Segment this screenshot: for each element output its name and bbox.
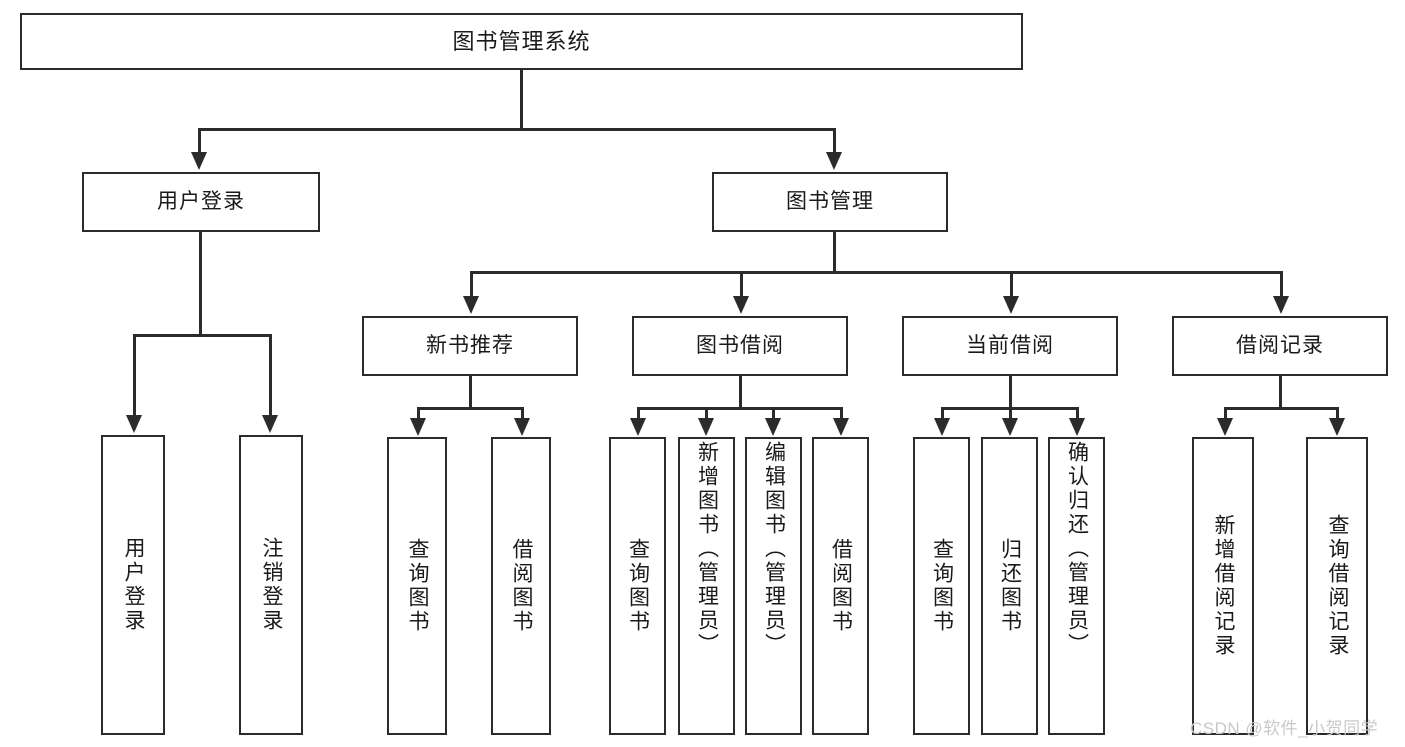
arrow-to-leaf-logout — [262, 415, 278, 433]
connector-borrow-record-bar — [1224, 407, 1336, 410]
node-root-system[interactable]: 图书管理系统 — [20, 13, 1023, 70]
leaf-nbr-borrow-book[interactable]: 借阅图书 — [491, 437, 551, 735]
node-label: 借阅图书 — [510, 538, 534, 634]
arrow-to-current-borrow — [1003, 296, 1019, 314]
arrow-to-leaf-user-login — [126, 415, 142, 433]
connector-book-borrow-bar — [637, 407, 843, 410]
node-user-login[interactable]: 用户登录 — [82, 172, 320, 232]
connector-drop-user-login — [198, 128, 201, 154]
leaf-cb-query-book[interactable]: 查询图书 — [913, 437, 970, 735]
node-borrow-record[interactable]: 借阅记录 — [1172, 316, 1388, 376]
node-label: 当前借阅 — [966, 333, 1054, 357]
node-label: 借阅图书 — [829, 538, 853, 634]
arrow-to-bb-query-book — [630, 418, 646, 436]
connector-drop-cb-leaf-2 — [1009, 407, 1012, 419]
arrow-to-book-manage — [826, 152, 842, 170]
node-book-borrow[interactable]: 图书借阅 — [632, 316, 848, 376]
node-new-book-recommend[interactable]: 新书推荐 — [362, 316, 578, 376]
arrow-to-cb-confirm-return — [1069, 418, 1085, 436]
node-label: 查询图书 — [406, 538, 430, 634]
connector-drop-cb-leaf-3 — [1076, 407, 1079, 419]
node-label: 用户登录 — [122, 537, 146, 633]
leaf-bb-add-book[interactable]: 新增图书（管理员） — [678, 437, 735, 735]
node-label: 查询图书 — [930, 538, 954, 634]
leaf-br-add-record[interactable]: 新增借阅记录 — [1192, 437, 1254, 735]
arrow-to-book-borrow — [733, 296, 749, 314]
connector-root-bar — [198, 128, 836, 131]
connector-book-manage-trunk — [833, 232, 836, 273]
arrow-to-cb-query-book — [934, 418, 950, 436]
arrow-to-bb-add-book — [698, 418, 714, 436]
connector-drop-book-manage — [833, 128, 836, 154]
connector-drop-bb-leaf-4 — [840, 407, 843, 419]
node-label: 查询借阅记录 — [1326, 514, 1350, 658]
leaf-logout[interactable]: 注销登录 — [239, 435, 303, 735]
connector-drop-new-book — [470, 271, 473, 297]
node-label: 查询图书 — [626, 538, 650, 634]
connector-book-borrow-trunk — [739, 376, 742, 409]
node-label: 用户登录 — [157, 189, 245, 213]
node-label: 新增借阅记录 — [1212, 514, 1236, 658]
leaf-bb-edit-book[interactable]: 编辑图书（管理员） — [745, 437, 802, 735]
arrow-to-nbr-borrow-book — [514, 418, 530, 436]
csdn-watermark: CSDN @软件_小贺同学 — [1190, 719, 1379, 738]
leaf-cb-confirm-return[interactable]: 确认归还（管理员） — [1048, 437, 1105, 735]
connector-drop-leaf-logout — [269, 334, 272, 417]
connector-drop-bb-leaf-1 — [637, 407, 640, 419]
leaf-user-login[interactable]: 用户登录 — [101, 435, 165, 735]
connector-borrow-record-trunk — [1279, 376, 1282, 409]
node-current-borrow[interactable]: 当前借阅 — [902, 316, 1118, 376]
leaf-br-query-record[interactable]: 查询借阅记录 — [1306, 437, 1368, 735]
arrow-to-user-login — [191, 152, 207, 170]
node-label: 注销登录 — [260, 537, 284, 633]
arrow-to-borrow-record — [1273, 296, 1289, 314]
connector-drop-bb-leaf-2 — [705, 407, 708, 419]
connector-book-manage-bar — [470, 271, 1282, 274]
node-label: 确认归还（管理员） — [1065, 441, 1089, 657]
connector-root-trunk — [520, 70, 523, 128]
node-label: 新书推荐 — [426, 333, 514, 357]
leaf-cb-return-book[interactable]: 归还图书 — [981, 437, 1038, 735]
node-label: 图书管理 — [786, 189, 874, 213]
arrow-to-br-add-record — [1217, 418, 1233, 436]
connector-drop-bb-leaf-3 — [772, 407, 775, 419]
arrow-to-cb-return-book — [1002, 418, 1018, 436]
node-book-management[interactable]: 图书管理 — [712, 172, 948, 232]
connector-drop-nbr-leaf-1 — [417, 407, 420, 419]
arrow-to-nbr-query-book — [410, 418, 426, 436]
node-label: 归还图书 — [998, 538, 1022, 634]
node-label: 借阅记录 — [1236, 333, 1324, 357]
connector-new-book-trunk — [469, 376, 472, 409]
connector-new-book-bar — [417, 407, 523, 410]
connector-drop-nbr-leaf-2 — [521, 407, 524, 419]
connector-user-login-bar — [133, 334, 272, 337]
node-label: 图书借阅 — [696, 333, 784, 357]
connector-drop-br-leaf-2 — [1336, 407, 1339, 419]
connector-drop-br-leaf-1 — [1224, 407, 1227, 419]
leaf-bb-query-book[interactable]: 查询图书 — [609, 437, 666, 735]
node-label: 图书管理系统 — [452, 28, 591, 54]
arrow-to-new-book-recommend — [463, 296, 479, 314]
leaf-nbr-query-book[interactable]: 查询图书 — [387, 437, 447, 735]
connector-drop-book-borrow — [740, 271, 743, 297]
connector-drop-borrow-record — [1280, 271, 1283, 297]
leaf-bb-borrow-book[interactable]: 借阅图书 — [812, 437, 869, 735]
connector-current-borrow-trunk — [1009, 376, 1012, 409]
node-label: 新增图书（管理员） — [695, 441, 719, 657]
connector-user-login-trunk — [199, 232, 202, 335]
connector-drop-cb-leaf-1 — [941, 407, 944, 419]
arrow-to-bb-edit-book — [765, 418, 781, 436]
connector-drop-leaf-user-login — [133, 334, 136, 417]
arrow-to-bb-borrow-book — [833, 418, 849, 436]
arrow-to-br-query-record — [1329, 418, 1345, 436]
node-label: 编辑图书（管理员） — [762, 441, 786, 657]
connector-drop-current-borrow — [1010, 271, 1013, 297]
